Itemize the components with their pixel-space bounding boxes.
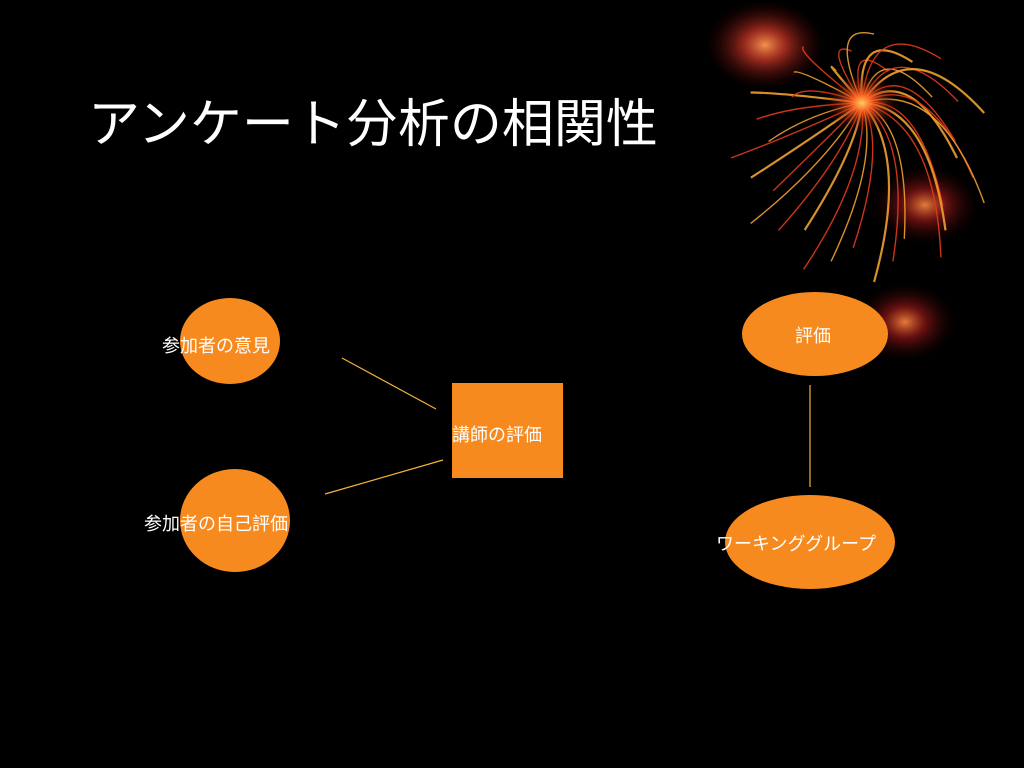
- node-participant-opinion: [180, 298, 280, 384]
- node-working-group: [725, 495, 895, 589]
- node-evaluation-label: 評価: [795, 326, 831, 347]
- node-participant-self-eval: [180, 469, 290, 572]
- firework-core: [824, 73, 900, 133]
- connector-opinion-to-instructor: [341, 357, 437, 410]
- node-working-group-label: ワーキンググループ: [716, 534, 877, 555]
- node-instructor-eval-label: 講師の評価: [452, 425, 542, 446]
- node-instructor-eval: [452, 383, 563, 478]
- slide-title: アンケート分析の相関性: [88, 95, 658, 155]
- node-participant-self-eval-label: 参加者の自己評価: [144, 514, 288, 535]
- firework-glow-left: [705, 0, 825, 90]
- node-participant-opinion-label: 参加者の意見: [162, 336, 270, 357]
- node-evaluation: [742, 292, 888, 376]
- connector-selfeval-to-instructor: [324, 459, 444, 495]
